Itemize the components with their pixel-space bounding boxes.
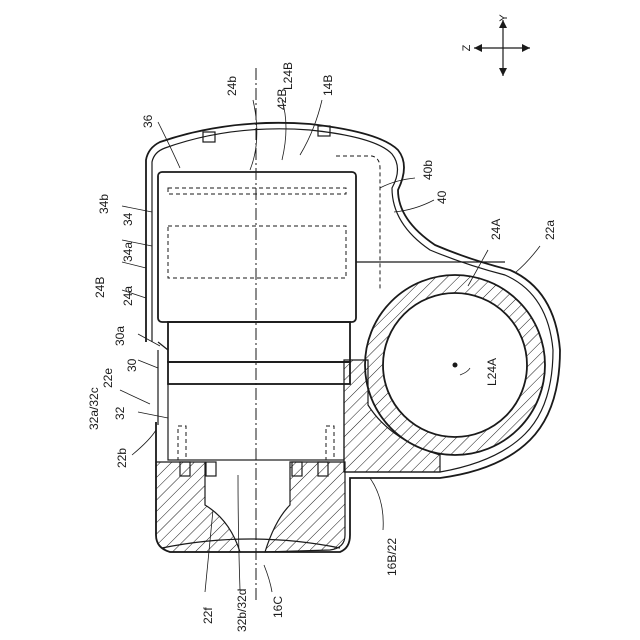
label-22b: 22b — [115, 448, 129, 468]
label-42b: 42B — [275, 89, 289, 110]
pin-left — [178, 426, 186, 460]
label-24b-top: 24b — [225, 76, 239, 96]
label-36: 36 — [141, 114, 155, 128]
label-16c: 16C — [271, 596, 285, 618]
label-l24a: L24A — [485, 358, 499, 386]
inner-dashed-area — [168, 226, 346, 278]
axis-indicator: Z Y — [461, 14, 530, 76]
inner-dashed-strip — [168, 188, 346, 194]
label-34b: 34b — [97, 194, 111, 214]
z-arrow-left — [474, 44, 482, 52]
label-34a: 34a — [121, 242, 135, 262]
label-32: 32 — [113, 406, 127, 420]
label-l24b: L24B — [281, 62, 295, 90]
pin-right — [326, 426, 334, 460]
label-22a: 22a — [543, 220, 557, 240]
y-arrow-down — [499, 68, 507, 76]
label-30a: 30a — [113, 326, 127, 346]
label-24a: 24A — [489, 219, 503, 240]
inner-block-34 — [158, 172, 356, 322]
label-40b: 40b — [421, 160, 435, 180]
tube-24a — [365, 275, 545, 455]
y-axis-label: Y — [498, 14, 510, 22]
block-30-32 — [158, 322, 350, 460]
z-axis-label: Z — [461, 44, 473, 51]
label-16b-22: 16B/22 — [385, 538, 399, 576]
label-22f: 22f — [201, 607, 215, 624]
label-34: 34 — [121, 212, 135, 226]
screw-left-b — [206, 462, 216, 476]
label-24b-side: 24B — [93, 277, 107, 298]
z-arrow-right — [522, 44, 530, 52]
label-40: 40 — [435, 190, 449, 204]
label-30: 30 — [125, 358, 139, 372]
label-22e: 22e — [101, 368, 115, 388]
label-24a-side: 24a — [121, 286, 135, 306]
label-14b: 14B — [321, 75, 335, 96]
label-32a-32c: 32a/32c — [87, 387, 101, 430]
label-32b-32d: 32b/32d — [235, 589, 249, 632]
tube-center — [453, 363, 458, 368]
